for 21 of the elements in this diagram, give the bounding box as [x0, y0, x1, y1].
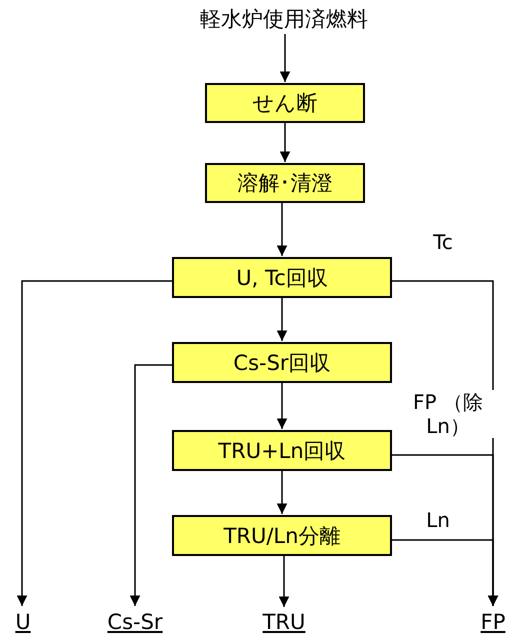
arrow	[276, 471, 288, 514]
arrow	[16, 280, 172, 606]
output-label: Cs-Sr	[95, 608, 175, 636]
arrow	[392, 539, 498, 606]
arrow	[280, 123, 290, 162]
arrow	[276, 298, 288, 341]
output-label: U	[8, 608, 38, 636]
arrow	[278, 556, 290, 607]
process-box: TRU+Ln回収	[172, 430, 392, 471]
arrow	[276, 203, 288, 256]
arrow	[276, 383, 288, 429]
output-label: FP	[474, 608, 511, 636]
arrow	[130, 364, 172, 606]
output-label: TRU	[250, 608, 318, 636]
process-box: Cs-Sr回収	[172, 342, 392, 383]
process-box: 溶解･清澄	[205, 163, 365, 203]
arrow	[280, 34, 290, 82]
source-label: 軽水炉使用済燃料	[124, 4, 444, 34]
process-box: TRU/Ln分離	[172, 515, 392, 556]
process-box: せん断	[205, 83, 365, 123]
process-box: U, Tc回収	[172, 257, 392, 298]
